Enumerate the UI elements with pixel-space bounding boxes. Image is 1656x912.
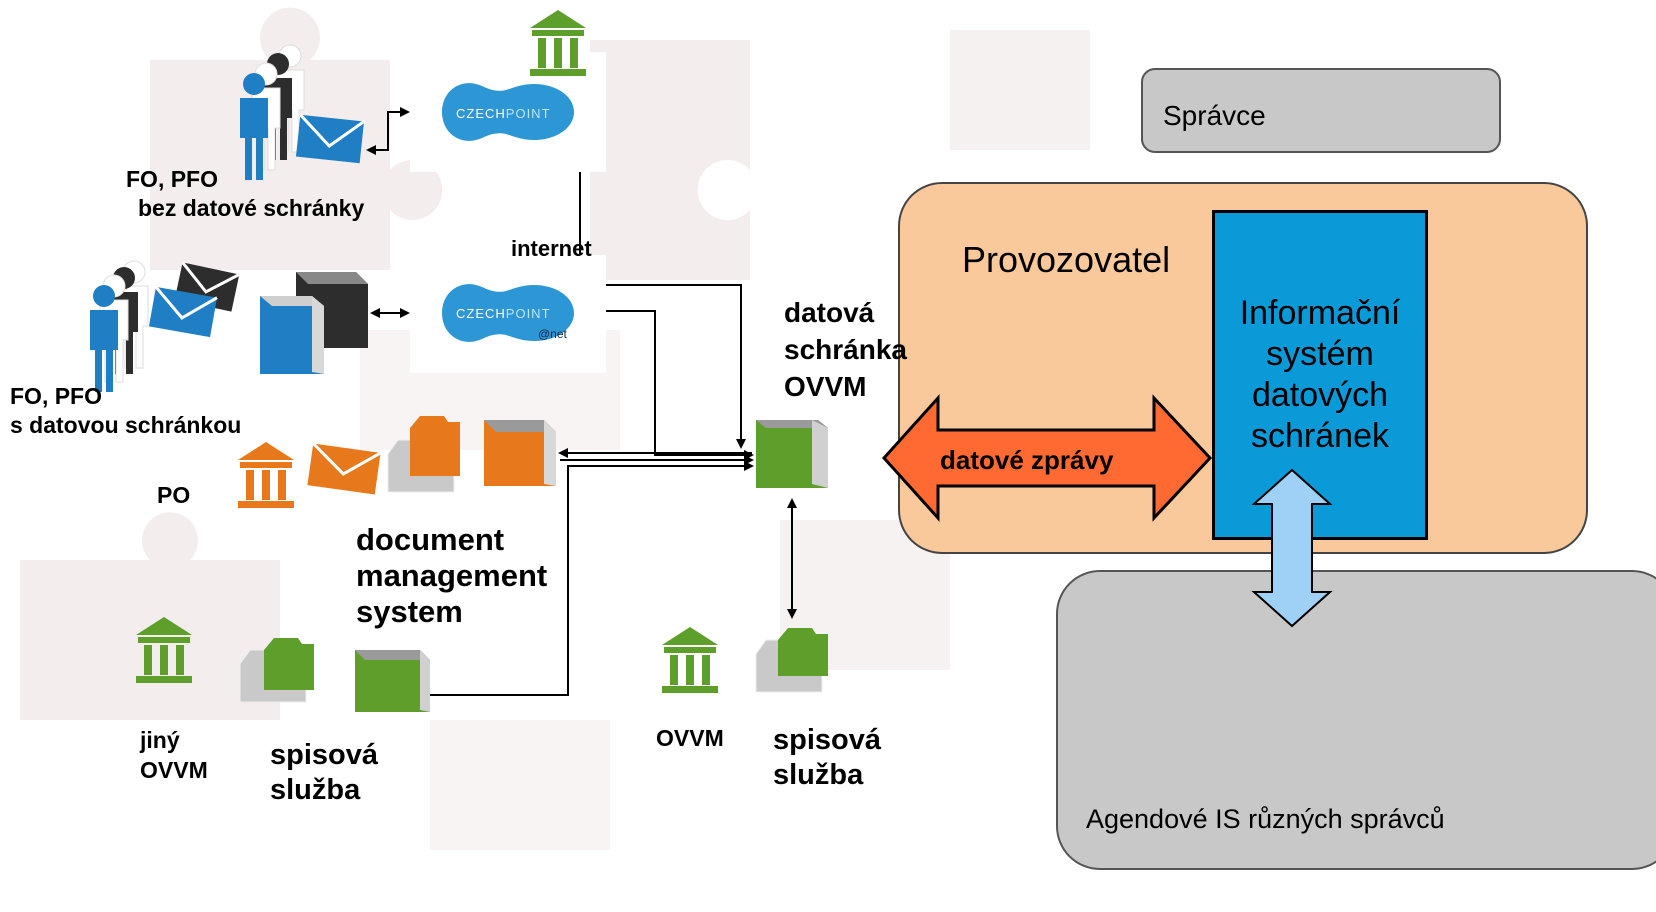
czechpoint-net-logo: CZECHPOINT @net	[410, 255, 606, 373]
people-icon-top	[240, 44, 305, 180]
spravce-box: Správce	[1141, 68, 1501, 153]
provozovatel-label: Provozovatel	[962, 239, 1171, 280]
spravce-label: Správce	[1163, 100, 1266, 131]
label-jiny-ovvm-line2: OVVM	[140, 757, 208, 783]
label-jiny-ovvm-line1: jiný	[140, 727, 180, 753]
isds-label-line1: Informační	[1239, 294, 1401, 332]
label-fo-pfo-s: FO, PFO s datovou schránkou	[10, 382, 241, 440]
label-fo-pfo-bez-line2: bez datové schránky	[138, 195, 365, 221]
label-po-text: PO	[157, 482, 191, 508]
czechpoint-net-sub: @net	[538, 327, 568, 341]
label-spisova-sluzba-1: spisová služba	[270, 738, 378, 808]
czechpoint-net-text: CZECHPOINT	[456, 306, 551, 321]
document-box-icon-po	[484, 420, 556, 486]
label-datova-schranka-line1: datová	[784, 297, 875, 328]
datove-zpravy-label: datové zprávy	[940, 445, 1113, 476]
label-spisova-2-line1: spisová	[773, 724, 881, 756]
label-dms-line2: management	[356, 558, 548, 593]
label-spisova-1-line2: služba	[270, 774, 361, 806]
label-spisova-1-line1: spisová	[270, 739, 378, 771]
datove-zpravy-text: datové zprávy	[940, 445, 1114, 475]
isds-box: Informační systém datových schránek	[1212, 210, 1428, 540]
label-internet: internet	[511, 236, 592, 262]
label-po: PO	[157, 482, 190, 509]
label-spisova-sluzba-2: spisová služba	[773, 723, 881, 793]
label-fo-pfo-bez-line1: FO, PFO	[126, 166, 218, 192]
isds-agendove-arrow	[1251, 468, 1333, 628]
datova-schranka-box-icon	[756, 420, 828, 488]
document-box-icon-dms	[355, 650, 430, 712]
label-ovvm: OVVM	[656, 725, 724, 752]
label-jiny-ovvm: jiný OVVM	[140, 725, 208, 785]
label-datova-schranka: datová schránka OVVM	[784, 294, 907, 405]
label-fo-pfo-s-line2: s datovou schránkou	[10, 412, 242, 438]
building-icon-czechpoint	[530, 10, 586, 76]
label-datova-schranka-line2: schránka	[784, 334, 907, 365]
label-ovvm-text: OVVM	[656, 725, 724, 751]
isds-label-line3: datových	[1251, 376, 1389, 414]
datove-zpravy-arrow	[881, 394, 1213, 522]
isds-label-line4: schránek	[1251, 417, 1389, 455]
label-fo-pfo-s-line1: FO, PFO	[10, 383, 102, 409]
label-dms-line3: system	[356, 594, 463, 629]
people-icon-middle	[90, 260, 149, 392]
label-datova-schranka-line3: OVVM	[784, 371, 867, 402]
connection-lines	[366, 107, 797, 700]
agendove-is-box: Agendové IS různých správců	[1056, 570, 1656, 870]
mailbox-icon-middle	[260, 272, 368, 374]
agendove-is-label: Agendové IS různých správců	[1086, 804, 1445, 834]
label-spisova-2-line2: služba	[773, 759, 864, 791]
folder-icon-po	[387, 416, 460, 493]
label-fo-pfo-bez: FO, PFO bez datové schránky	[126, 165, 364, 223]
label-dms-line1: document	[356, 522, 505, 557]
envelope-icon-top	[295, 113, 365, 164]
building-icon-ovvm	[662, 627, 718, 693]
isds-label-line2: systém	[1266, 335, 1374, 373]
building-icon-po	[238, 442, 294, 508]
czechpoint-text: CZECHPOINT	[456, 106, 551, 121]
building-icon-jiny-ovvm	[136, 617, 192, 683]
folder-icon-ovvm	[755, 628, 828, 693]
envelope-icon-middle	[148, 261, 241, 338]
label-dms: document management system	[356, 522, 547, 630]
folder-icon-jiny-ovvm	[239, 638, 314, 703]
label-internet-text: internet	[511, 236, 592, 261]
envelope-icon-po	[307, 442, 382, 495]
